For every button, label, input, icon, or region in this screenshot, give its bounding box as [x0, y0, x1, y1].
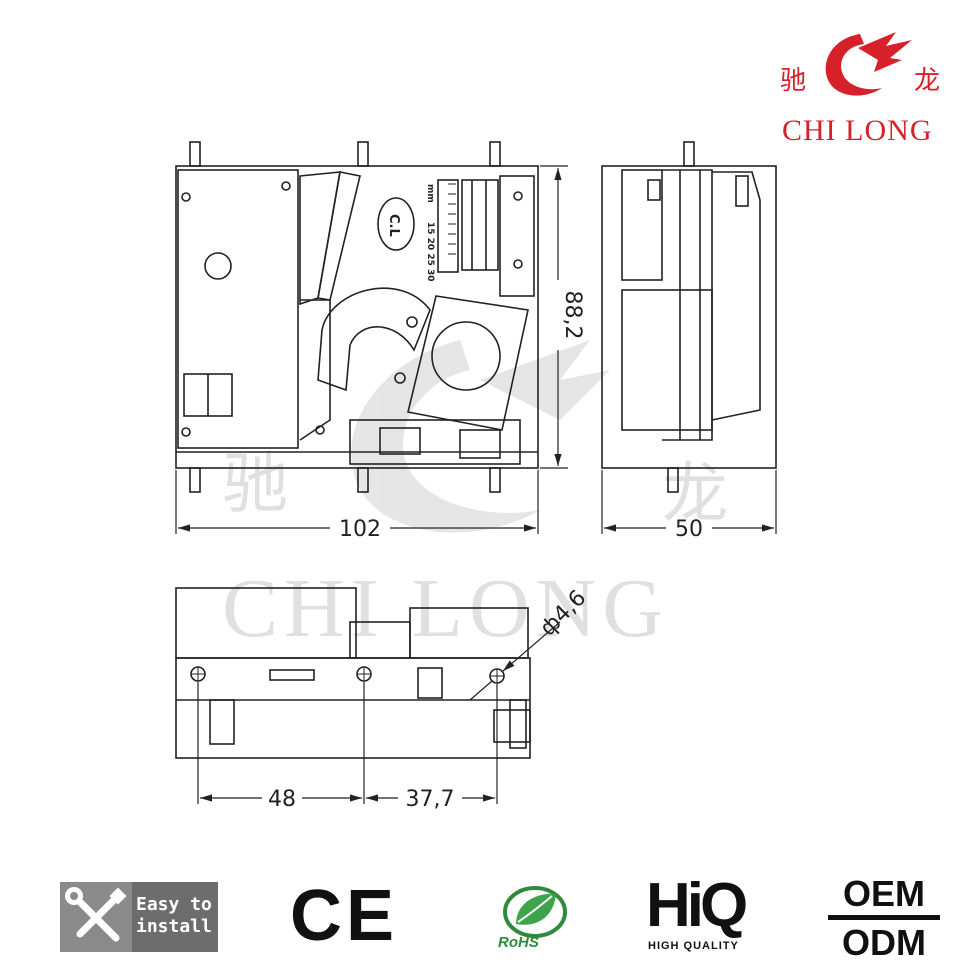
- hiq-text: HiQ: [646, 871, 748, 940]
- oem-text: OEM: [842, 873, 925, 914]
- high-quality-badge: HiQ HIGH QUALITY: [646, 874, 748, 958]
- dim-hole-diameter-label: ф4,6: [536, 586, 592, 642]
- side-view: [601, 141, 777, 493]
- hiq-caption: HIGH QUALITY: [648, 940, 739, 952]
- ce-mark: CE: [290, 876, 399, 956]
- top-view: [175, 587, 531, 759]
- brand-char-left: 驰: [780, 66, 807, 96]
- oem-divider: [828, 915, 940, 920]
- easy-install-line2: install: [136, 916, 212, 937]
- brand-char-right: 龙: [914, 66, 941, 96]
- rohs-text: RoHS: [498, 934, 539, 951]
- front-view-cl-mark: C.L: [386, 214, 401, 237]
- brand-logo: 驰 龙 CHI LONG: [780, 22, 950, 147]
- wrench-screwdriver-icon: [60, 882, 132, 952]
- front-view-scale-unit: mm: [425, 184, 435, 203]
- easy-install-line1: Easy to: [136, 894, 212, 915]
- dim-hole-spacing-2-label: 37,7: [406, 787, 455, 812]
- odm-text: ODM: [842, 922, 926, 963]
- dim-hole-spacing-1-label: 48: [268, 787, 296, 812]
- brand-name: CHI LONG: [782, 114, 933, 147]
- easy-install-badge: Easy to install: [60, 882, 218, 952]
- front-view-scale-numbers: 15 20 25 30: [425, 222, 435, 282]
- oem-odm-badge: OEM ODM: [828, 874, 940, 964]
- dim-width-label: 102: [339, 517, 381, 542]
- dim-depth-label: 50: [675, 517, 703, 542]
- front-view: [175, 141, 539, 493]
- brand-dragon-icon: [825, 32, 912, 96]
- rohs-badge: RoHS: [494, 882, 576, 954]
- watermark-logo-icon: [351, 340, 610, 533]
- dim-height-label: 88,2: [560, 291, 585, 340]
- leaf-icon: [503, 886, 567, 938]
